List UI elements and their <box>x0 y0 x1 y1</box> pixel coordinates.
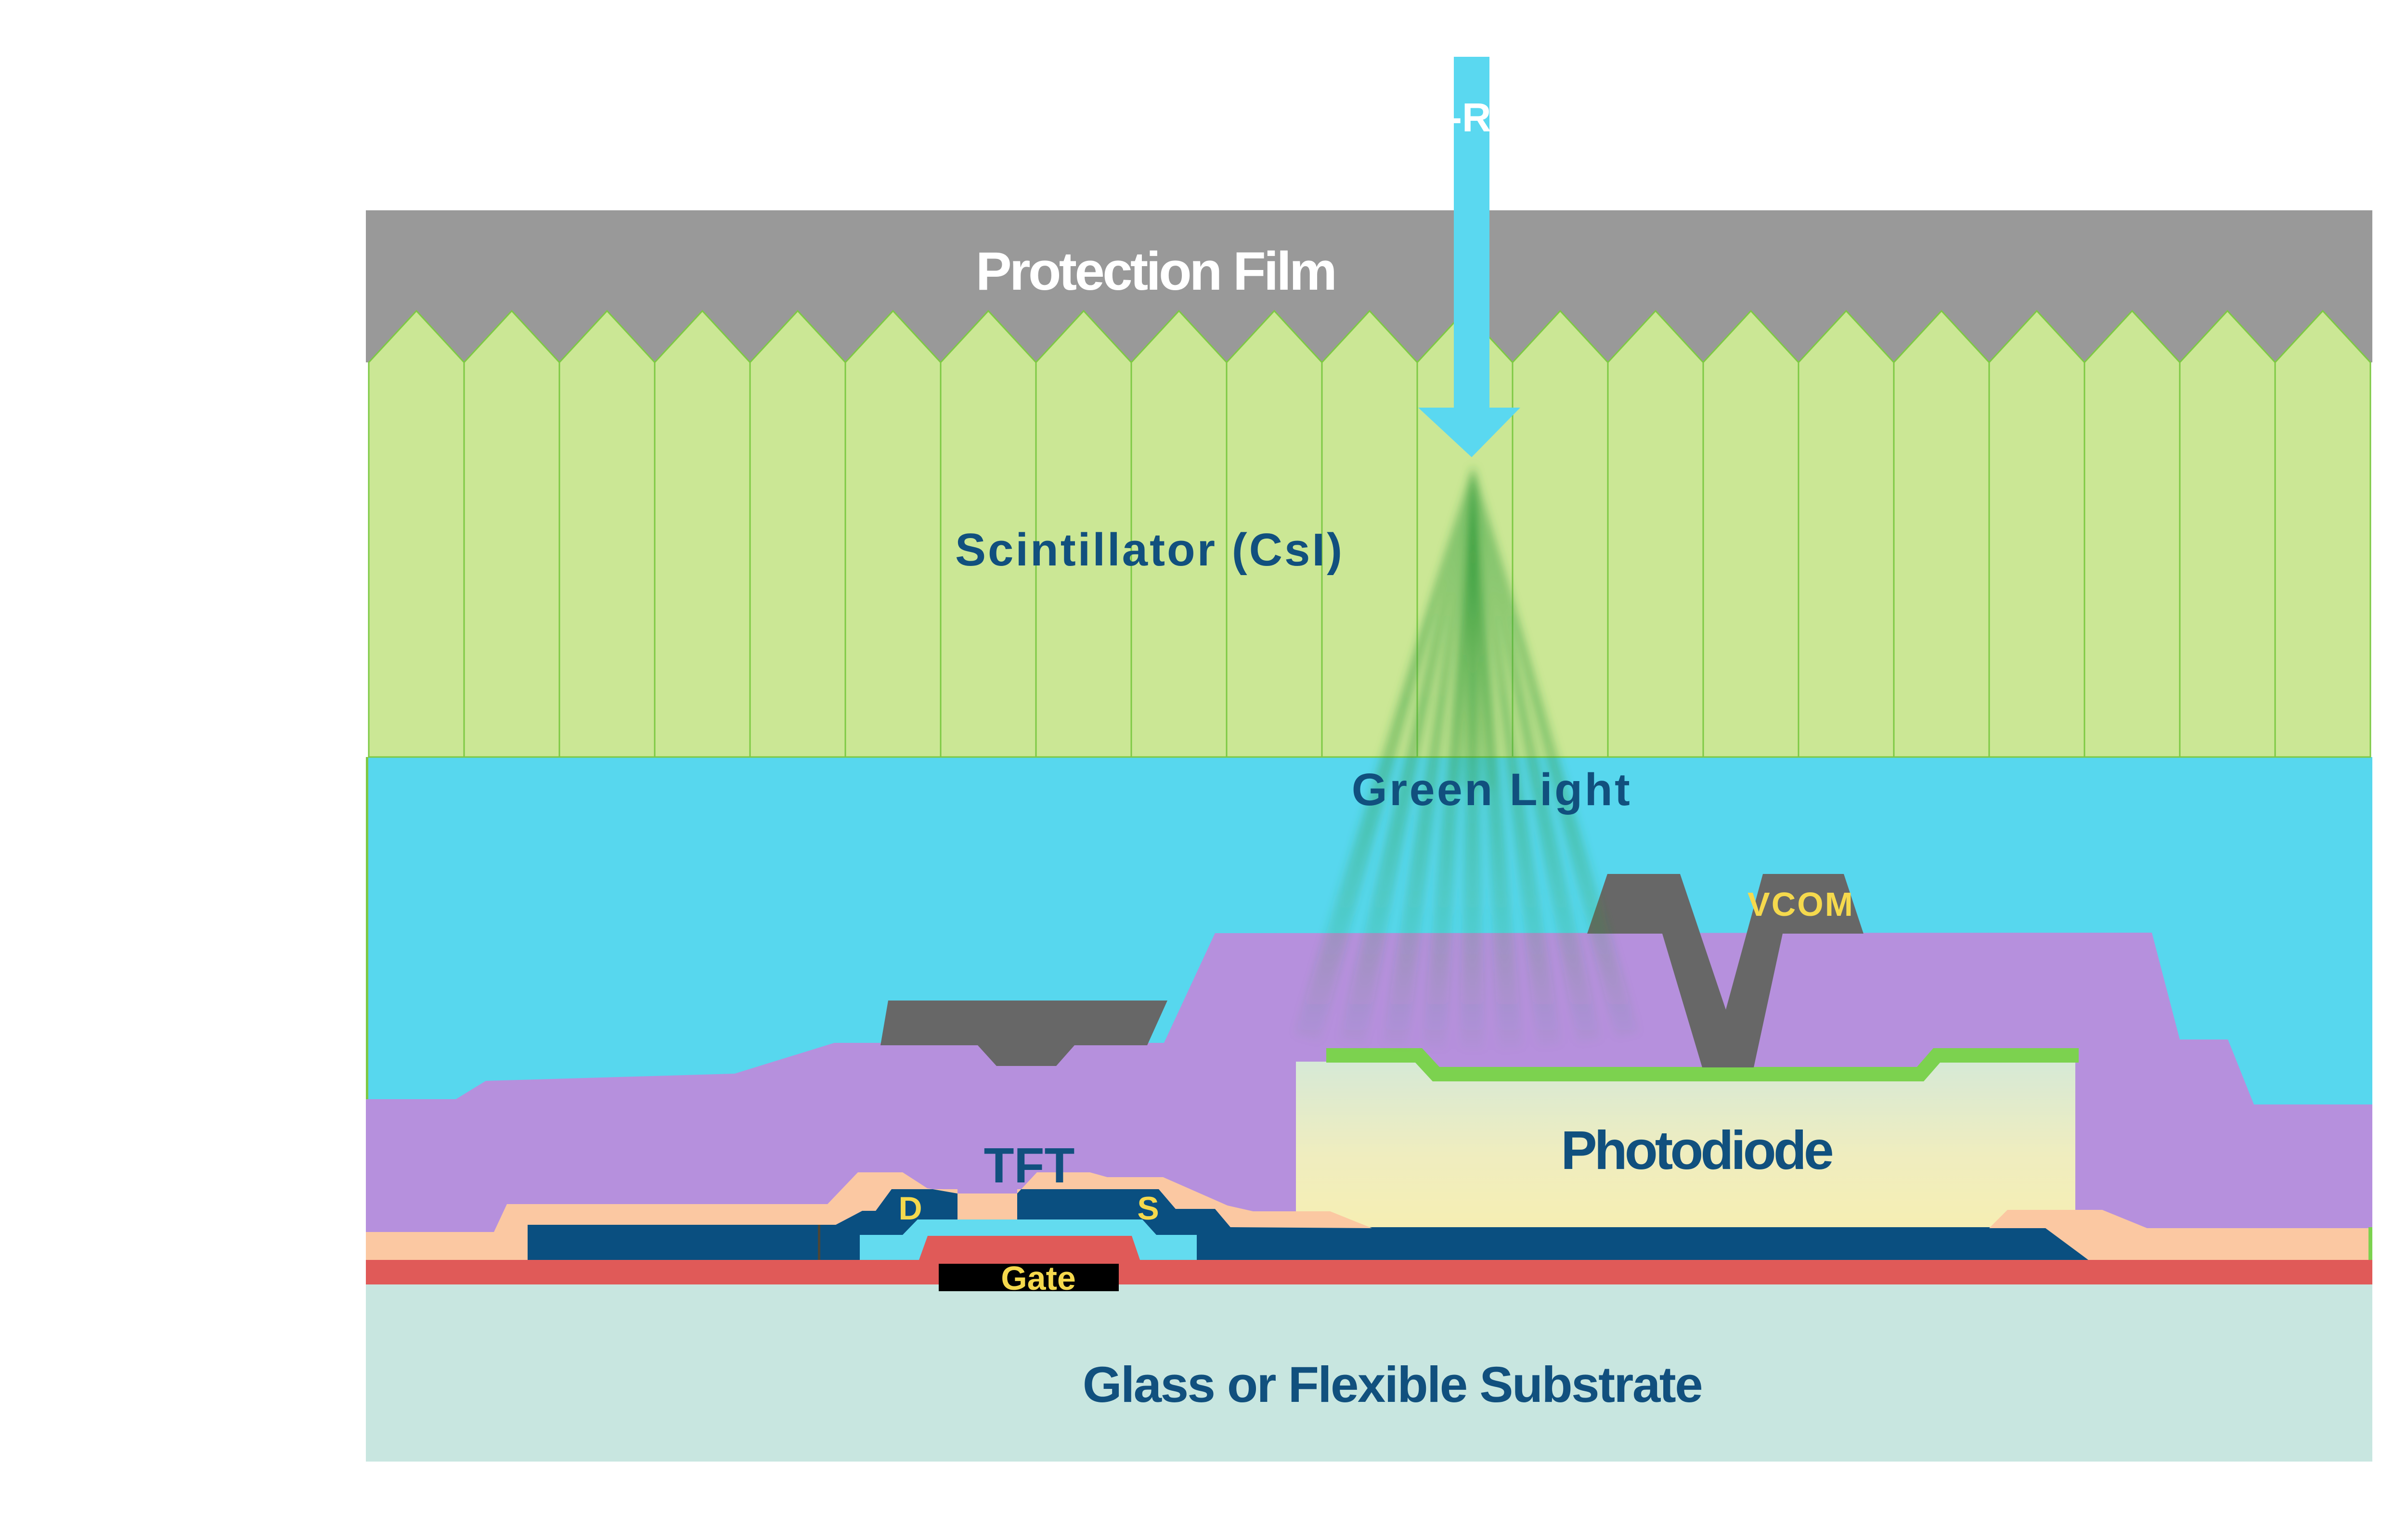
svg-text:Photodiode: Photodiode <box>1561 1120 1832 1181</box>
svg-text:X-Ray: X-Ray <box>1422 95 1536 140</box>
svg-text:Gate: Gate <box>1001 1259 1076 1297</box>
svg-text:S: S <box>1137 1190 1159 1227</box>
svg-text:D: D <box>898 1190 922 1227</box>
svg-text:Green Light: Green Light <box>1352 764 1632 815</box>
svg-text:Glass or Flexible Substrate: Glass or Flexible Substrate <box>1083 1357 1702 1413</box>
svg-text:Protection Film: Protection Film <box>976 241 1335 301</box>
svg-text:Scintillator (CsI): Scintillator (CsI) <box>955 524 1344 576</box>
svg-text:VCOM: VCOM <box>1747 886 1854 923</box>
svg-text:TFT: TFT <box>984 1138 1075 1193</box>
